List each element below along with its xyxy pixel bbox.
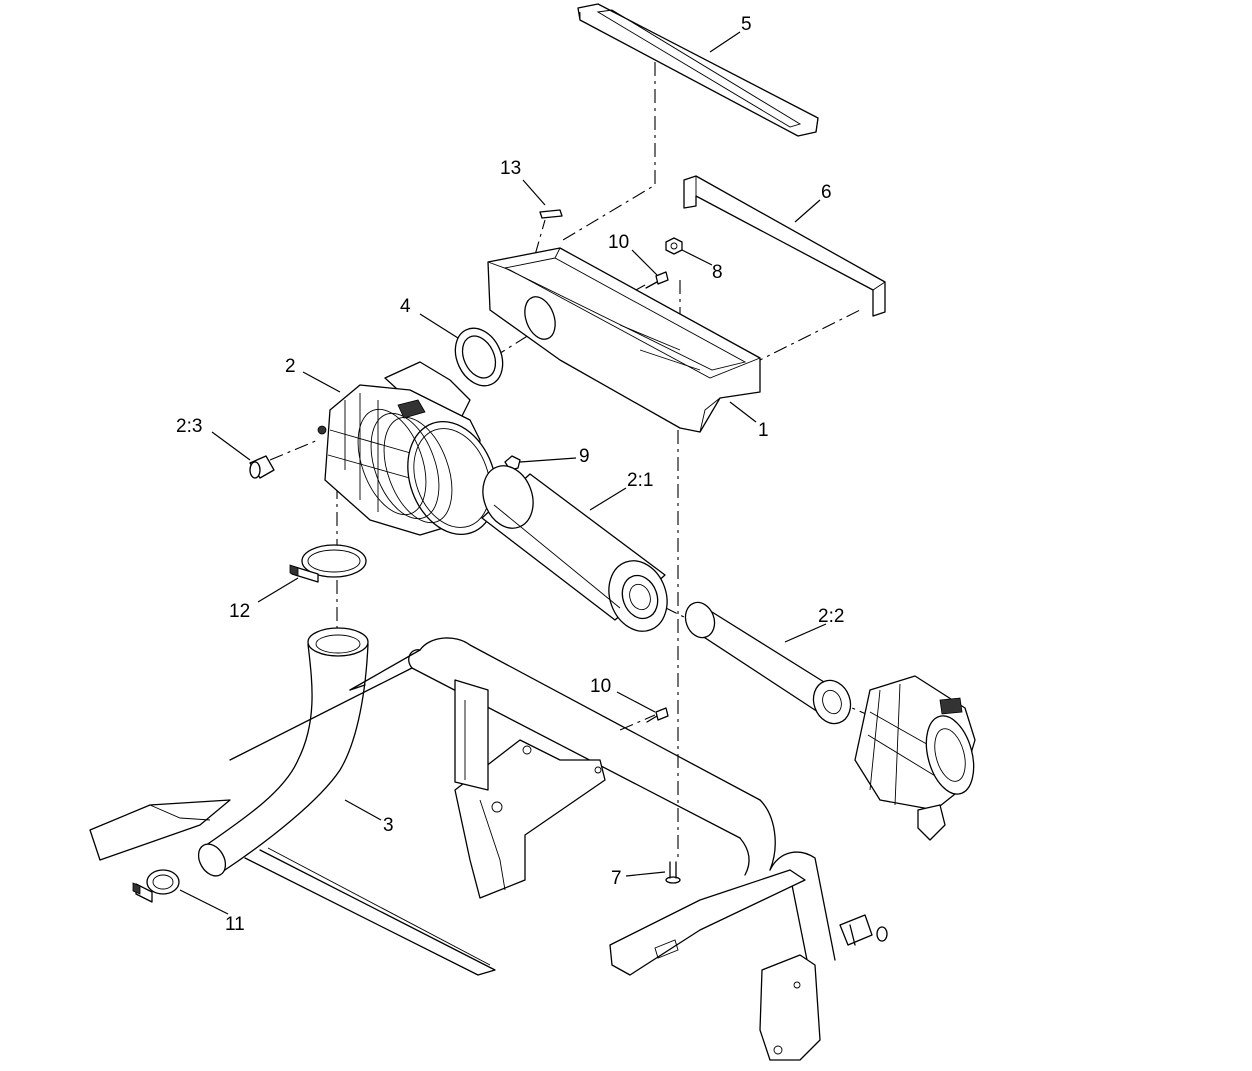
callout-6: 6 bbox=[821, 182, 832, 203]
callout-labels: 5 6 13 10 8 4 2 1 2:3 9 2:1 12 2:2 10 3 … bbox=[176, 14, 844, 935]
callout-12: 12 bbox=[229, 601, 250, 622]
callout-8: 8 bbox=[712, 262, 723, 283]
bolt-part-10-upper bbox=[645, 271, 669, 289]
callout-2-2: 2:2 bbox=[818, 606, 844, 627]
callout-11: 11 bbox=[225, 914, 245, 935]
seal-frame-part-5 bbox=[577, 3, 819, 137]
bolt-part-10-lower bbox=[646, 707, 669, 723]
safety-filter-part-2-2 bbox=[684, 601, 852, 725]
callout-2-1: 2:1 bbox=[627, 470, 653, 491]
bolt-part-7 bbox=[665, 861, 681, 884]
callout-3: 3 bbox=[383, 815, 394, 836]
hose-clamp-part-11 bbox=[132, 869, 180, 903]
plug-part-2-3 bbox=[249, 455, 275, 479]
callout-13: 13 bbox=[500, 158, 521, 179]
filter-element-part-2-1 bbox=[481, 465, 668, 632]
callout-10-upper: 10 bbox=[608, 232, 629, 253]
callout-2-3: 2:3 bbox=[176, 416, 202, 437]
air-cleaner-housing-part-2 bbox=[317, 361, 497, 536]
mount-bracket-part-1 bbox=[487, 247, 761, 433]
hose-clamp-part-12 bbox=[289, 544, 367, 583]
callout-2: 2 bbox=[285, 356, 296, 377]
callout-9: 9 bbox=[579, 446, 590, 467]
callout-10-lower: 10 bbox=[590, 676, 611, 697]
callout-1: 1 bbox=[758, 420, 769, 441]
gasket-part-4 bbox=[454, 327, 504, 387]
decal-part-13 bbox=[539, 209, 563, 219]
seal-bar-part-6 bbox=[683, 175, 886, 317]
leader-lines bbox=[179, 31, 827, 915]
air-cleaner-end-cap bbox=[854, 675, 976, 841]
intake-tube-part-3 bbox=[197, 627, 369, 877]
callout-7: 7 bbox=[611, 868, 622, 889]
nut-part-8 bbox=[665, 237, 683, 255]
callout-4: 4 bbox=[400, 296, 411, 317]
callout-5: 5 bbox=[741, 14, 752, 35]
frame-assembly bbox=[89, 637, 888, 1061]
